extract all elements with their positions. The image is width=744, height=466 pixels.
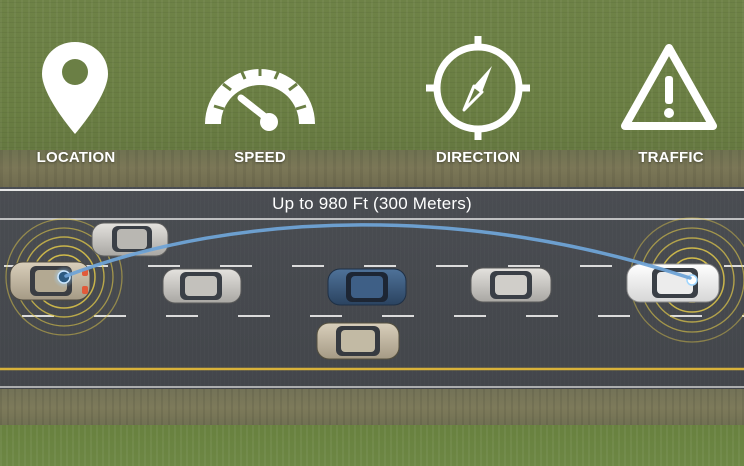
roadside-dirt-top: [0, 150, 744, 190]
direction-feature: [403, 36, 553, 140]
car-silver-top-left: [91, 222, 169, 257]
grass-bottom: [0, 425, 744, 466]
map-pin-icon: [42, 42, 108, 134]
communication-arc: [64, 223, 692, 280]
range-label: Up to 980 Ft (300 Meters): [272, 194, 472, 213]
warning-triangle-icon: [621, 44, 717, 130]
direction-label: DIRECTION: [435, 149, 521, 166]
car-gold-bottom-lane: [316, 322, 400, 360]
location-label: LOCATION: [36, 149, 116, 166]
traffic-feature: [594, 36, 744, 134]
roadside-dirt-bottom: [0, 389, 744, 427]
traffic-label: TRAFFIC: [638, 149, 704, 166]
location-feature: [0, 36, 150, 140]
speed-feature: [185, 36, 335, 138]
car-white-right-receiver: [626, 263, 720, 303]
compass-icon: [426, 36, 530, 140]
speedometer-icon: [205, 66, 315, 131]
grass-top: [0, 0, 744, 178]
speed-label: SPEED: [234, 149, 286, 166]
car-gold-left-transmitter: [9, 261, 91, 301]
car-blue: [327, 268, 407, 306]
car-silver-lane2-right: [470, 267, 552, 303]
car-silver-lane2-left: [162, 268, 242, 304]
